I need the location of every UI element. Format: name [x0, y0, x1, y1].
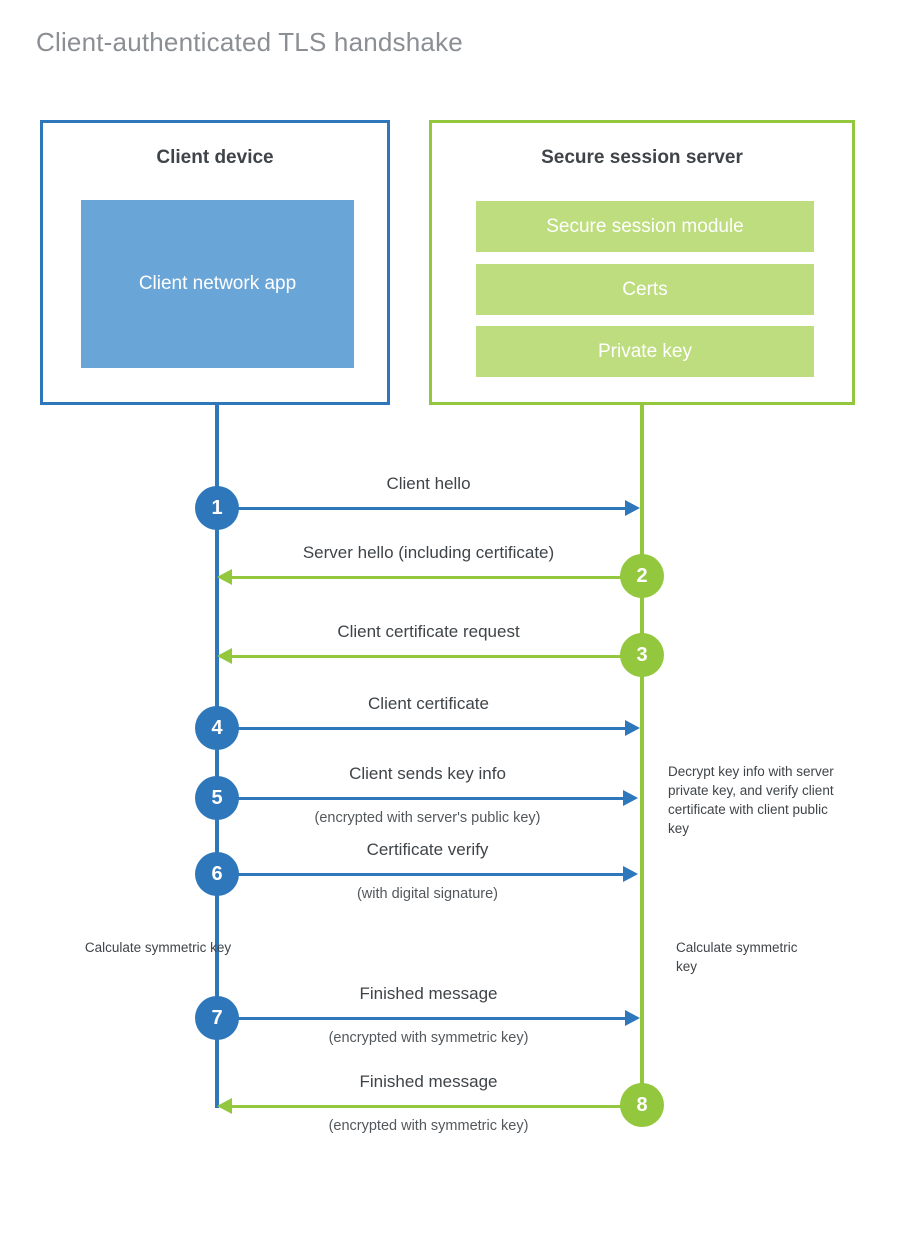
step-marker-8[interactable]: 8 — [620, 1083, 664, 1127]
step-marker-8-number: 8 — [636, 1093, 648, 1116]
server-decrypt-note: Decrypt key info with server private key… — [668, 764, 834, 837]
client-calculate-note: Calculate symmetric key — [84, 940, 232, 955]
message-5-sublabel: (encrypted with server's public key) — [314, 810, 541, 826]
arrow-head-left-icon — [217, 1098, 232, 1114]
message-6-line — [217, 873, 623, 876]
secure-session-server-box: Secure session server Secure session mod… — [429, 120, 855, 405]
server-component-private-key: Private key — [476, 326, 814, 377]
step-marker-6[interactable]: 6 — [195, 852, 239, 896]
step-marker-4-number: 4 — [211, 716, 223, 739]
message-3-line — [232, 655, 640, 658]
message-8-label: Finished message — [359, 1072, 498, 1091]
server-lifeline — [640, 405, 644, 1107]
page-title: Client-authenticated TLS handshake — [36, 27, 463, 57]
message-2-line — [232, 576, 640, 579]
arrow-head-right-icon — [625, 1010, 640, 1026]
step-marker-3[interactable]: 3 — [620, 633, 664, 677]
step-marker-7-number: 7 — [211, 1006, 223, 1029]
step-marker-2[interactable]: 2 — [620, 554, 664, 598]
message-2-label: Server hello (including certificate) — [302, 543, 555, 562]
message-8-line — [232, 1105, 640, 1108]
message-6-sublabel: (with digital signature) — [356, 886, 499, 902]
step-marker-3-number: 3 — [636, 643, 648, 666]
step-marker-7[interactable]: 7 — [195, 996, 239, 1040]
arrow-head-right-icon — [623, 790, 638, 806]
message-1-line — [217, 507, 625, 510]
server-calculate-note: Calculate symmetric key — [676, 940, 798, 975]
step-marker-6-number: 6 — [211, 862, 223, 885]
secure-session-server-title: Secure session server — [541, 147, 743, 168]
message-7-line — [217, 1017, 625, 1020]
arrow-head-right-icon — [625, 720, 640, 736]
step-marker-1-number: 1 — [211, 496, 223, 519]
arrow-head-left-icon — [217, 648, 232, 664]
client-device-box: Client device Client network app — [40, 120, 390, 405]
message-7-sublabel: (encrypted with symmetric key) — [328, 1030, 529, 1046]
arrow-head-right-icon — [623, 866, 638, 882]
message-5-line — [217, 797, 623, 800]
message-1-label: Client hello — [386, 474, 471, 493]
message-7-label: Finished message — [359, 984, 498, 1003]
client-network-app-block: Client network app — [81, 200, 354, 368]
message-4-label: Client certificate — [368, 694, 489, 713]
arrow-head-left-icon — [217, 569, 232, 585]
step-marker-2-number: 2 — [636, 564, 648, 587]
step-marker-5-number: 5 — [211, 786, 223, 809]
message-5-label: Client sends key info — [349, 764, 506, 783]
step-marker-5[interactable]: 5 — [195, 776, 239, 820]
server-component-secure-session-module: Secure session module — [476, 201, 814, 252]
server-component-certs: Certs — [476, 264, 814, 315]
client-device-title: Client device — [156, 147, 274, 168]
message-8-sublabel: (encrypted with symmetric key) — [328, 1118, 529, 1134]
step-marker-1[interactable]: 1 — [195, 486, 239, 530]
client-lifeline — [215, 405, 219, 1108]
step-marker-4[interactable]: 4 — [195, 706, 239, 750]
arrow-head-right-icon — [625, 500, 640, 516]
message-3-label: Client certificate request — [337, 622, 520, 641]
message-6-label: Certificate verify — [366, 840, 489, 859]
message-4-line — [217, 727, 625, 730]
